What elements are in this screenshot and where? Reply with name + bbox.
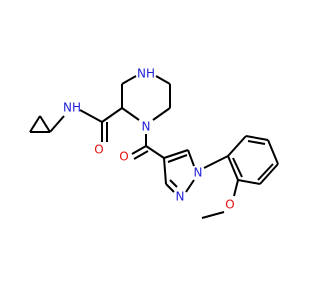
bond-ph-c5-c6 — [237, 179, 261, 185]
bond-pip-n4-c5 — [155, 75, 171, 85]
chemical-structure: NH NH O N O N N O — [29, 67, 279, 219]
bond-cyclopropyl-nh — [49, 115, 65, 133]
bond-nh-carbonyl — [79, 109, 103, 123]
atom-piperazine-n1: N — [142, 120, 151, 134]
bond-pz-c3-c4 — [163, 157, 167, 185]
bond-acyl-co-2 — [133, 150, 149, 160]
bond-acyl-co-1 — [131, 145, 147, 155]
bond-ph-c6-c1 — [227, 155, 239, 181]
bond-pip-n1-c2 — [121, 107, 140, 121]
bond-ph-c1-c2 — [227, 135, 247, 157]
bond-carbonyl-c2 — [101, 107, 123, 123]
atom-pyrazole-n2: N — [176, 190, 185, 204]
atom-methoxy-oxygen: O — [225, 198, 234, 212]
bond-pz-n2-c3-inner — [169, 179, 178, 188]
bond-ph-c4-c5 — [259, 163, 279, 185]
bond-ph-c2-c3-inner — [247, 140, 266, 145]
atom-piperazine-nh: NH — [137, 67, 155, 81]
bond-pz-c4-c5 — [163, 149, 189, 159]
atom-amide-nh: NH — [63, 101, 81, 115]
bond-pz-c5-n1 — [187, 149, 195, 167]
bond-acyl-pyrazole — [145, 145, 165, 159]
bonds — [29, 75, 279, 219]
bond-pip-c6-n1 — [152, 107, 171, 121]
atom-labels: NH NH O N O N N O — [63, 67, 235, 212]
bond-pz-c4-c5-inner — [167, 154, 188, 163]
atom-amide-oxygen: O — [94, 143, 103, 157]
bond-cyclopropyl-2 — [29, 115, 41, 133]
bond-pz-n2-c3 — [165, 183, 175, 193]
bond-cyclopropyl-3 — [39, 115, 51, 133]
bond-ph-c6-c1-inner — [232, 157, 243, 178]
bond-ph-methoxy-o — [233, 179, 239, 197]
bond-ph-c2-c3 — [245, 135, 269, 141]
bond-pip-c3-n4 — [121, 75, 137, 85]
atom-pyrazole-n1: N — [194, 166, 203, 180]
bond-n1-phenyl — [203, 155, 229, 169]
bond-ph-c3-c4 — [267, 139, 279, 165]
bond-pz-n1-n2 — [185, 179, 195, 193]
atom-carbonyl-oxygen: O — [119, 150, 128, 164]
bond-ph-c4-c5-inner — [257, 163, 274, 181]
bond-methoxy-ch3 — [201, 211, 225, 219]
